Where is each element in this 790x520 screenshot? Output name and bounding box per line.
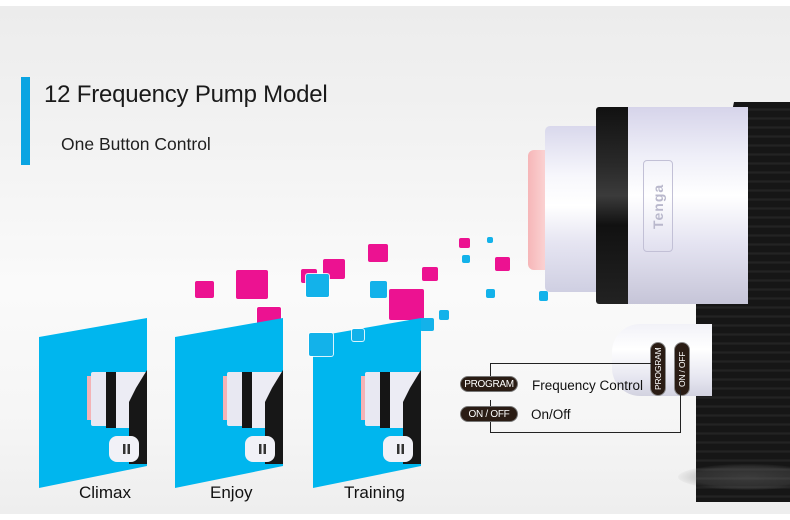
pink-square — [459, 238, 470, 248]
mode-label-climax: Climax — [79, 483, 131, 502]
connector-line-onoff-right — [680, 390, 681, 433]
blue-square — [462, 255, 470, 263]
pink-square — [389, 289, 424, 320]
connector-line-program — [490, 363, 652, 384]
blue-square — [370, 281, 387, 298]
legend-program-badge: PROGRAM — [460, 376, 518, 392]
blue-square — [306, 274, 329, 297]
mode-panel-graphic — [313, 318, 421, 488]
blue-square — [487, 237, 493, 243]
mode-panel-climax[interactable] — [39, 318, 149, 493]
device-cap — [545, 126, 599, 292]
pink-square — [368, 244, 388, 262]
device-body — [628, 107, 748, 304]
legend-onoff-text: On/Off — [531, 407, 571, 422]
accent-bar — [21, 77, 30, 165]
connector-line-onoff-bottom — [490, 432, 681, 433]
product-banner: 12 Frequency Pump Model One Button Contr… — [0, 6, 790, 514]
pink-square — [422, 267, 438, 281]
page-title: 12 Frequency Pump Model — [44, 81, 328, 108]
brand-logo: Tenga — [643, 160, 673, 252]
legend-onoff-badge: ON / OFF — [460, 406, 518, 422]
mode-panel-enjoy[interactable] — [175, 318, 285, 493]
mode-panel-graphic — [39, 318, 147, 488]
on-off-button[interactable]: ON / OFF — [674, 342, 690, 396]
page-subtitle: One Button Control — [61, 134, 211, 154]
blue-square — [539, 291, 548, 301]
pink-square — [495, 257, 510, 271]
program-button[interactable]: PROGRAM — [650, 342, 666, 396]
mode-panel-training[interactable] — [313, 318, 423, 493]
blue-square — [309, 333, 333, 356]
blue-square — [352, 329, 364, 341]
device-ring — [596, 107, 629, 304]
blue-square — [486, 289, 495, 298]
blue-square — [420, 318, 434, 331]
mode-label-enjoy: Enjoy — [210, 483, 253, 502]
pink-square — [236, 270, 268, 299]
mode-label-training: Training — [344, 483, 405, 502]
legend-program-text: Frequency Control — [532, 378, 644, 393]
mode-panel-graphic — [175, 318, 283, 488]
blue-square — [439, 310, 449, 320]
pink-square — [195, 281, 214, 298]
device-shadow — [678, 464, 790, 490]
